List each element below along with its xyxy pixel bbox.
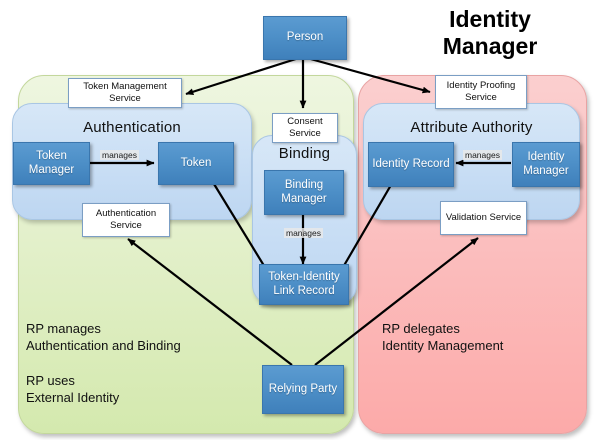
binding-manager-label: Binding Manager	[281, 179, 327, 205]
validation-service-label: Validation Service	[445, 212, 522, 223]
identity-manager-label: Identity Manager	[523, 151, 569, 177]
person-connectors	[185, 56, 431, 109]
manages-connectors	[89, 159, 511, 265]
rp-uses-text: RP uses External Identity	[26, 373, 120, 405]
identity-proofing-service-box[interactable]: Identity Proofing Service	[435, 75, 527, 109]
page-title: Identity Manager	[442, 6, 538, 59]
validation-service-box[interactable]: Validation Service	[440, 201, 527, 235]
token-management-service-label: Token Management Service	[83, 81, 167, 104]
token-label: Token	[180, 156, 212, 169]
identity-proofing-service-label: Identity Proofing Service	[446, 80, 516, 103]
rp-manages-text: RP manages Authentication and Binding	[26, 321, 181, 353]
person-label: Person	[286, 31, 324, 44]
identity-record-box[interactable]: Identity Record	[368, 142, 454, 187]
binding-manager-box[interactable]: Binding Manager	[264, 170, 344, 215]
person-box[interactable]: Person	[263, 16, 347, 60]
consent-service-label: Consent Service	[287, 116, 323, 139]
record-link-connectors	[213, 183, 392, 270]
identity-manager-box[interactable]: Identity Manager	[512, 142, 580, 187]
authentication-service-label: Authentication Service	[95, 208, 157, 231]
token-identity-link-record-label: Token-Identity Link Record	[268, 271, 340, 297]
consent-service-box[interactable]: Consent Service	[272, 113, 338, 143]
authentication-group-title: Authentication	[83, 119, 181, 136]
relying-party-label: Relying Party	[268, 382, 338, 395]
relying-party-box[interactable]: Relying Party	[262, 365, 344, 414]
rp-delegates-text: RP delegates Identity Management	[382, 321, 504, 353]
attribute-authority-manages-label: manages	[463, 150, 502, 160]
token-identity-link-record-box[interactable]: Token-Identity Link Record	[259, 264, 349, 305]
authentication-manages-label: manages	[100, 150, 139, 160]
token-manager-label: Token Manager	[28, 150, 75, 176]
authentication-service-box[interactable]: Authentication Service	[82, 203, 170, 237]
attribute-authority-group-title: Attribute Authority	[410, 119, 533, 136]
token-manager-box[interactable]: Token Manager	[13, 142, 90, 185]
binding-manages-label: manages	[284, 228, 323, 238]
token-management-service-box[interactable]: Token Management Service	[68, 78, 182, 108]
token-box[interactable]: Token	[158, 142, 234, 185]
relying-party-connectors	[127, 237, 479, 366]
identity-record-label: Identity Record	[372, 157, 450, 170]
binding-group-title: Binding	[278, 145, 331, 162]
